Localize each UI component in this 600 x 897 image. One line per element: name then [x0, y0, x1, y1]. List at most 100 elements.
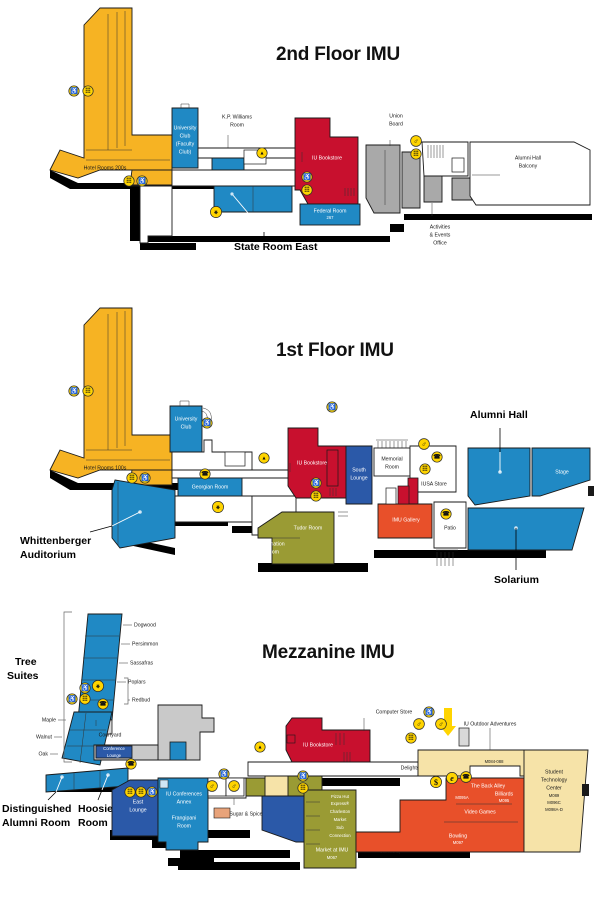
- floor1-icon-accessible-bookstore[interactable]: ♿: [310, 477, 322, 489]
- market-label: Market: [334, 817, 348, 822]
- floor2-icon-vending-bookstore[interactable]: ☷: [301, 184, 313, 196]
- floor1-icon-vending-bookstore[interactable]: ☷: [310, 490, 322, 502]
- floor2-university-club: University Club (Faculty Club): [171, 103, 199, 169]
- svg-text:⚹: ⚹: [215, 504, 220, 511]
- computer-store-label: Computer Store: [376, 709, 413, 715]
- tree-walnut: Walnut: [36, 734, 53, 740]
- floor2-icon-vending-hotel[interactable]: ☷: [82, 85, 94, 97]
- sub-l2: Connection: [329, 833, 351, 838]
- floor1-icon-stairs-corridor[interactable]: ▴: [258, 452, 270, 464]
- mezz-icon-accessible-annex[interactable]: ♿: [218, 768, 230, 780]
- mezz-icon-phone-tree[interactable]: ☎: [97, 698, 109, 710]
- svg-text:☷: ☷: [413, 150, 418, 157]
- uc-line3: (Faculty: [176, 141, 195, 147]
- mezz-icon-restroom-both-tree[interactable]: ⚹: [92, 680, 104, 692]
- mezz-icon-atm[interactable]: $: [430, 776, 442, 788]
- svg-text:☷: ☷: [422, 465, 427, 472]
- mezz-icon-vending-bookstore[interactable]: ☷: [297, 782, 309, 794]
- east-lounge-l2: Lounge: [129, 807, 146, 813]
- mezz-icon-elevator-annex[interactable]: ♂: [206, 780, 218, 792]
- floor2-icon-accessible-hotel-lower[interactable]: ♿: [136, 175, 148, 187]
- iucon-l1: IU Conferences: [166, 791, 202, 797]
- mezzanine-title: Mezzanine IMU: [262, 642, 395, 663]
- tree-maple: Maple: [42, 717, 56, 723]
- floor1-icon-phone-patio[interactable]: ☎: [440, 508, 452, 520]
- mezz-icon-accessible-tree2[interactable]: ♿: [66, 693, 78, 705]
- floor2-icon-accessible-hotel[interactable]: ♿: [68, 85, 80, 97]
- floor2-icon-vending-hotel-lower[interactable]: ☷: [123, 175, 135, 187]
- svg-text:♿: ♿: [220, 770, 228, 778]
- svg-text:☎: ☎: [99, 700, 107, 707]
- floor1-icon-phone-memorial[interactable]: ☎: [431, 451, 443, 463]
- svg-text:☷: ☷: [408, 734, 413, 741]
- ahb-l2: Balcony: [519, 163, 538, 169]
- mezz-icon-accessible-bookstore[interactable]: ♿: [297, 770, 309, 782]
- mezz-icon-phone-courtyard[interactable]: ☎: [125, 758, 137, 770]
- floor1-icon-accessible-hotel-lower[interactable]: ♿: [139, 472, 151, 484]
- mem-l1: Memorial: [381, 456, 402, 462]
- mezz-icon-vending-delights[interactable]: ☷: [405, 732, 417, 744]
- stc-l5: M096C: [547, 800, 561, 805]
- svg-text:☷: ☷: [85, 87, 90, 94]
- mezz-icon-stairs-mezz[interactable]: ▴: [254, 741, 266, 753]
- svg-text:♿: ♿: [203, 419, 211, 427]
- mezz-icon-internet-kiosk[interactable]: e: [446, 772, 458, 784]
- mezz-iu-conferences-annex: IU Conferences Annex Frangipani Room: [157, 777, 209, 851]
- delights-label: Delights: [401, 765, 420, 771]
- floor1-icon-accessible-univclub[interactable]: ♿: [201, 417, 213, 429]
- ae-l2: & Events: [430, 232, 451, 238]
- mezz-icon-accessible-delights[interactable]: ♿: [423, 706, 435, 718]
- mezz-icon-vending-eastlounge[interactable]: ☷: [124, 786, 136, 798]
- svg-text:☎: ☎: [462, 773, 470, 780]
- svg-text:☷: ☷: [304, 186, 309, 193]
- floor1-icon-accessible-hotel[interactable]: ♿: [68, 385, 80, 397]
- svg-text:♿: ♿: [68, 695, 76, 703]
- mezz-icon-vending-eastlounge2[interactable]: ☷: [135, 786, 147, 798]
- charleston-label: Charleston: [330, 809, 351, 814]
- tree-suites-label-l2: Suites: [7, 670, 39, 682]
- mezz-icon-elevator-delights2[interactable]: ♂: [435, 718, 447, 730]
- floor1-icon-accessible-bookstore-top[interactable]: ♿: [326, 401, 338, 413]
- mezz-icon-elevator-annex2[interactable]: ♂: [228, 780, 240, 792]
- bill-l2: M095: [499, 798, 510, 803]
- svg-text:☷: ☷: [138, 788, 143, 795]
- floor2-icon-accessible-bookstore[interactable]: ♿: [301, 171, 313, 183]
- mezz-icon-phone-backalley[interactable]: ☎: [460, 771, 472, 783]
- svg-text:⚹: ⚹: [213, 209, 218, 216]
- floor1-icon-elevator-memorial[interactable]: ♂: [418, 438, 430, 450]
- floor2-icon-vending-union[interactable]: ☷: [410, 148, 422, 160]
- floor2-union-board: Union Board Activities & Events Office: [365, 113, 473, 246]
- callout-dist-alumni-l2: Alumni Room: [2, 817, 70, 829]
- floor2-title: 2nd Floor IMU: [276, 44, 401, 65]
- mezz-icon-accessible-eastlounge[interactable]: ♿: [146, 786, 158, 798]
- floor1-icon-vending-hotel[interactable]: ☷: [82, 385, 94, 397]
- stc-l2: Technology: [541, 777, 568, 783]
- floor2-icon-elevator-union[interactable]: ♂: [410, 135, 422, 147]
- tree-sassafras: Sassafras: [130, 660, 153, 666]
- frang-l1: Frangipani: [172, 815, 197, 821]
- svg-text:♿: ♿: [425, 708, 433, 716]
- floor-plan-1st-floor: 1st Floor IMU Hotel Rooms 100s: [0, 300, 600, 600]
- mezz-icon-accessible-tree[interactable]: ♿: [79, 682, 91, 694]
- tree-poplars: Poplars: [128, 679, 146, 685]
- mezzanine-svg: Dogwood Persimmon Sassafras Poplars Redb…: [2, 611, 589, 870]
- floor1-icon-phone-georgian[interactable]: ☎: [199, 468, 211, 480]
- floor1-icon-restroom-both[interactable]: ⚹: [212, 501, 224, 513]
- mezz-icon-vending-tree[interactable]: ☷: [79, 693, 91, 705]
- floor2-icon-restroom-both[interactable]: ⚹: [210, 206, 222, 218]
- conf-lounge-l2: Lounge: [107, 753, 122, 758]
- floor-plan-mezzanine: Mezzanine IMU Dogwood Persimmo: [0, 600, 600, 897]
- back-alley-label: The Back Alley: [471, 783, 506, 789]
- sl-l2: Lounge: [350, 475, 367, 481]
- floor1-icon-vending-hotel-lower[interactable]: ☷: [126, 472, 138, 484]
- svg-text:☎: ☎: [201, 470, 209, 477]
- conf-lounge-l1: Conference: [103, 746, 125, 751]
- floor1-icon-vending-memorial[interactable]: ☷: [419, 463, 431, 475]
- mezz-iu-bookstore: IU Bookstore Computer Store: [285, 709, 413, 763]
- mezz-courtyard: Courtyard Conference Lounge: [93, 704, 215, 761]
- floor2-icon-stairs-corridor[interactable]: ▴: [256, 147, 268, 159]
- mezz-icon-elevator-delights[interactable]: ♂: [413, 718, 425, 730]
- mem-l2: Room: [385, 464, 399, 470]
- tudor-room-label: Tudor Room: [294, 525, 323, 531]
- mezz-callout-hoosier-room: Hoosier Room: [78, 773, 117, 829]
